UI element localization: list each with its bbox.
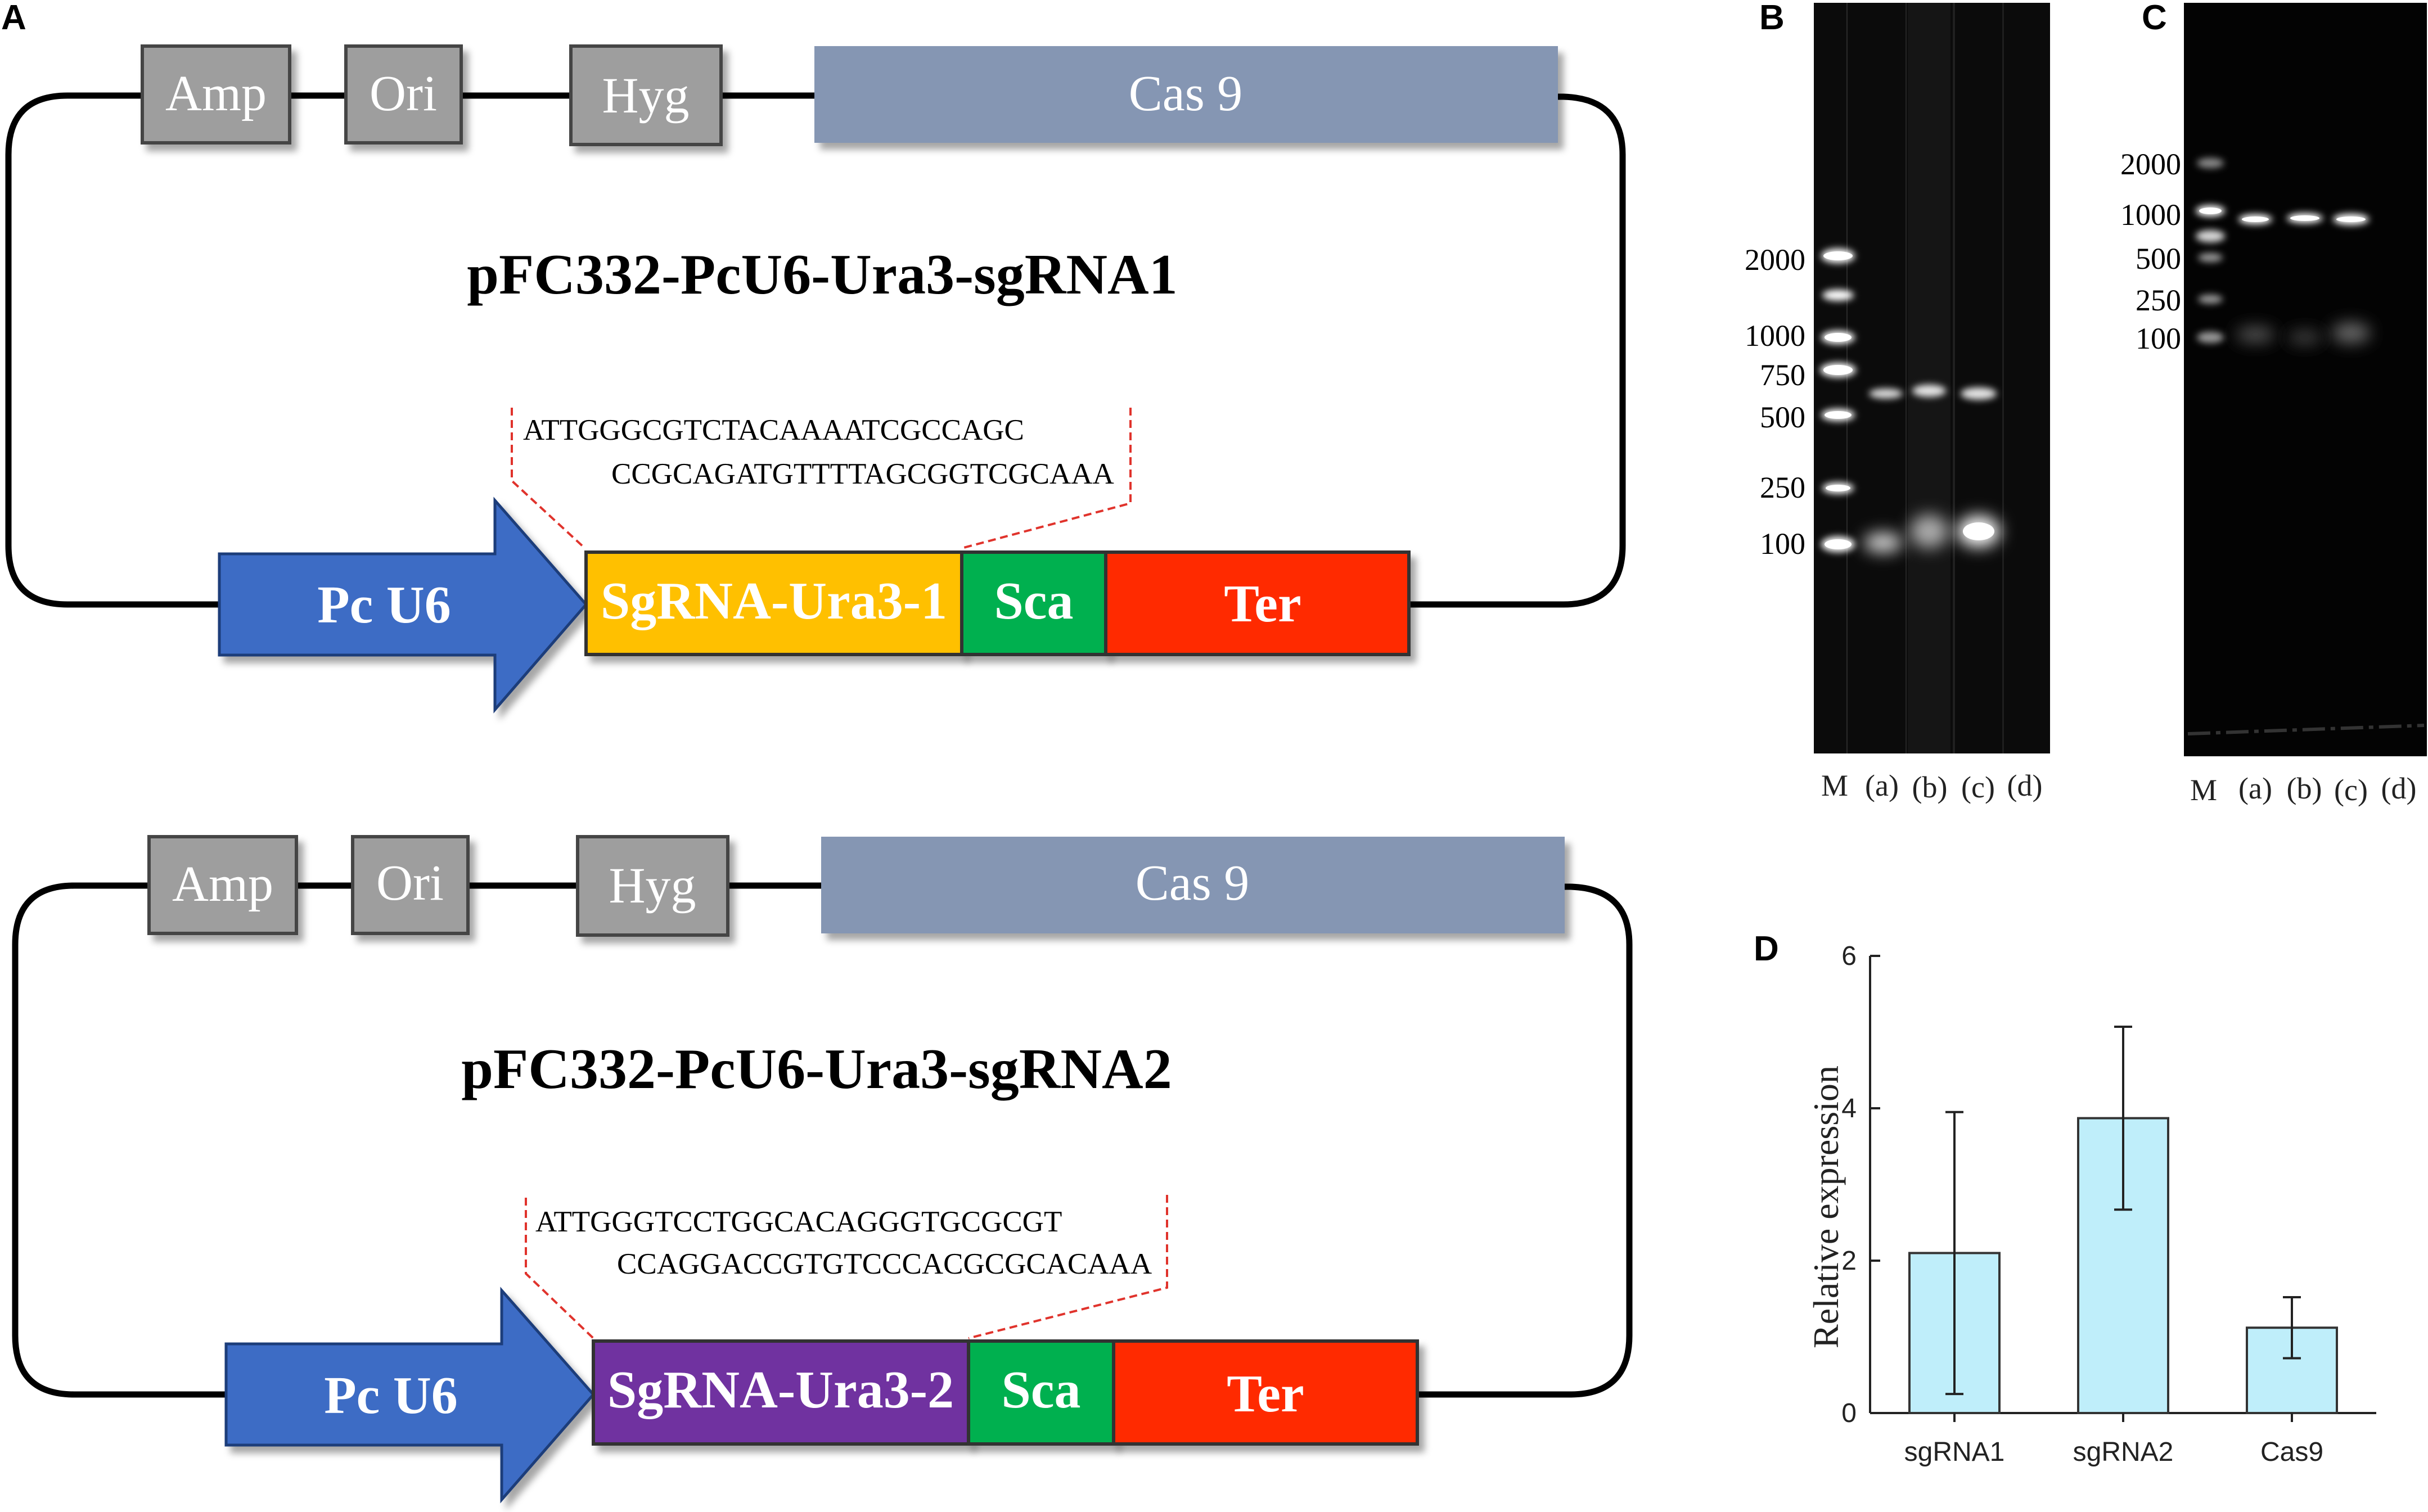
y-axis-label: Relative expression — [1806, 1066, 1846, 1348]
gel-c-sample-bands — [2236, 213, 2370, 344]
cas9-gene-2: Cas 9 — [821, 837, 1565, 933]
plasmid-1-backbone — [5, 92, 1626, 608]
ter-label-2: Ter — [1227, 1365, 1304, 1423]
panel-letter-b: B — [1759, 0, 1785, 37]
pcu6-label-2: Pc U6 — [324, 1366, 458, 1425]
gel-b-lane-a: (a) — [1865, 769, 1899, 802]
sgrna1-seq-bottom: CCGCAGATGTTTTAGCGGTCGCAAA — [611, 458, 1114, 490]
gel-b-ladder-bands — [1820, 249, 1856, 552]
gel-b-ladder-2000: 2000 — [1745, 243, 1805, 277]
sgrna2-seq-top: ATTGGGTCCTGGCACAGGGTGCGCGT — [535, 1206, 1062, 1238]
hyg-label-2: Hyg — [609, 858, 696, 914]
gel-c-ladder-1000: 1000 — [2120, 198, 2181, 232]
ori-label: Ori — [370, 66, 437, 121]
gel-b: 2000 1000 750 500 250 100 M (a) (b) (c) … — [1745, 3, 2050, 804]
ter-label-1: Ter — [1224, 575, 1301, 633]
gel-c-ladder-500: 500 — [2136, 242, 2181, 276]
gel-c-lane-a: (a) — [2238, 771, 2272, 805]
panel-letter-d: D — [1754, 929, 1779, 968]
x-tick-label-sgRNA1: sgRNA1 — [1904, 1437, 2005, 1467]
plasmid-1-map: Amp Ori Hyg Cas 9 pFC332-PcU6-Ura3-sgRNA… — [5, 44, 1626, 714]
sgrna1-label: SgRNA-Ura3-1 — [601, 572, 947, 630]
y-tick-label: 2 — [1841, 1246, 1857, 1276]
gel-b-lane-d: (d) — [2007, 769, 2043, 802]
chart-d: Relative expression 0 2 4 6 sgRNA1 sgRNA2 Cas9 — [1806, 941, 2376, 1467]
ori-marker-2: Ori — [351, 835, 470, 935]
gel-b-sample-bands — [1864, 385, 2000, 553]
gel-b-ladder-250: 250 — [1760, 471, 1805, 504]
gel-b-ladder-500: 500 — [1760, 400, 1805, 434]
gel-c: 2000 1000 500 250 100 M (a) (b) (c) (d) — [2120, 3, 2427, 807]
plasmid-2-map: Amp Ori Hyg Cas 9 pFC332-PcU6-Ura3-sgRNA… — [12, 835, 1633, 1504]
gel-b-lane-b: (b) — [1912, 770, 1948, 804]
sgrna2-label: SgRNA-Ura3-2 — [607, 1361, 954, 1419]
hyg-marker: Hyg — [569, 44, 723, 146]
amp-marker: Amp — [141, 44, 291, 145]
gel-b-ladder-100: 100 — [1760, 527, 1805, 561]
x-tick-label-Cas9: Cas9 — [2260, 1437, 2323, 1467]
plasmid-2-backbone — [12, 882, 1633, 1398]
amp-label-2: Amp — [172, 856, 273, 912]
cas9-label-2: Cas 9 — [1136, 855, 1250, 911]
sgrna1-seq-top: ATTGGGCGTCTACAAAATCGCCAGC — [523, 414, 1024, 446]
x-tick-label-sgRNA2: sgRNA2 — [2073, 1437, 2174, 1467]
panel-letter-a: A — [1, 0, 26, 37]
gel-b-ladder-750: 750 — [1760, 358, 1805, 392]
gel-c-lane-m: M — [2190, 773, 2217, 807]
seq-callout-2 — [525, 1195, 1168, 1339]
gel-b-ladder-1000: 1000 — [1745, 319, 1805, 353]
gel-c-lane-b: (b) — [2287, 771, 2322, 805]
gel-c-ladder-2000: 2000 — [2120, 147, 2181, 181]
gel-c-ladder-bands — [2196, 158, 2225, 343]
plasmid-1-title: pFC332-PcU6-Ura3-sgRNA1 — [467, 243, 1177, 306]
ori-label-2: Ori — [376, 855, 444, 911]
y-tick-label: 0 — [1841, 1398, 1857, 1428]
y-tick-label: 4 — [1841, 1094, 1857, 1123]
pcu6-label: Pc U6 — [317, 576, 451, 634]
seq-callout-1 — [511, 408, 1132, 549]
amp-label: Amp — [165, 66, 267, 121]
gel-b-lane-c: (c) — [1961, 770, 1995, 804]
panel-letter-c: C — [2142, 0, 2167, 37]
amp-marker-2: Amp — [147, 835, 298, 935]
gel-c-ladder-100: 100 — [2136, 322, 2181, 355]
gel-c-ladder-250: 250 — [2136, 283, 2181, 317]
pcu6-promoter-arrow-2: Pc U6 — [224, 1287, 596, 1504]
plasmid-2-title: pFC332-PcU6-Ura3-sgRNA2 — [461, 1037, 1172, 1101]
gel-c-lane-c: (c) — [2334, 773, 2368, 807]
ori-marker: Ori — [344, 44, 463, 145]
pcu6-promoter-arrow: Pc U6 — [218, 497, 588, 714]
sca-label-2: Sca — [1002, 1361, 1081, 1419]
sgrna2-seq-bottom: CCAGGACCGTGTCCCACGCGCACAAA — [617, 1248, 1152, 1280]
ter-box-1: Ter — [1104, 550, 1411, 656]
gel-c-lane-d: (d) — [2381, 771, 2417, 805]
sca-label-1: Sca — [994, 572, 1074, 630]
cas9-label: Cas 9 — [1129, 66, 1243, 121]
gel-c-image — [2184, 3, 2427, 756]
sca-box-2: Sca — [967, 1339, 1115, 1446]
cas9-gene: Cas 9 — [814, 46, 1558, 143]
sgrna1-box: SgRNA-Ura3-1 — [584, 550, 963, 656]
gel-b-lane-m: M — [1821, 769, 1848, 802]
y-tick-label: 6 — [1841, 941, 1857, 971]
hyg-marker-2: Hyg — [576, 835, 729, 937]
ter-box-2: Ter — [1112, 1339, 1419, 1446]
hyg-label: Hyg — [602, 68, 690, 124]
sgrna2-box: SgRNA-Ura3-2 — [592, 1339, 970, 1446]
sca-box-1: Sca — [960, 550, 1107, 656]
